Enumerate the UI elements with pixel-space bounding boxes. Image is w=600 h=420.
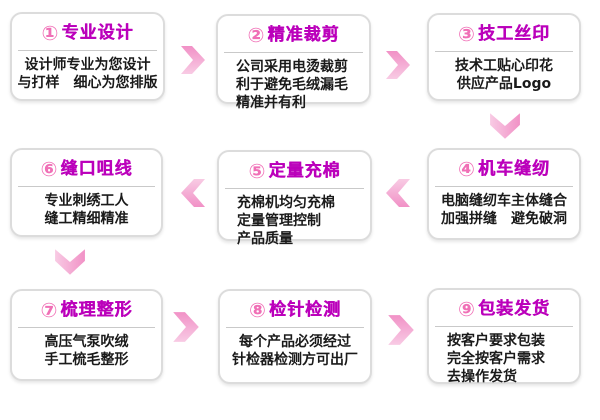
- step-description: 专业刺绣工人 缝工精细精准: [12, 187, 161, 228]
- chevron-left-icon: [181, 179, 205, 207]
- flow-arrow-2-3: [383, 50, 413, 80]
- step-description: 按客户要求包装 完全按客户需求 去操作发货: [429, 327, 579, 386]
- divider: [17, 186, 156, 187]
- text-line: 去操作发货: [447, 369, 517, 385]
- step-header: ⑦ 梳理整形: [12, 291, 161, 323]
- step-title: 定量充棉: [268, 160, 341, 181]
- chevron-right-icon: [173, 312, 199, 342]
- step-description: 充棉机均匀充棉 定量管理控制 产品质量: [219, 189, 370, 248]
- text-line: 定量管理控制: [237, 213, 321, 229]
- step-title: 专业设计: [61, 22, 134, 43]
- process-card-3: ③ 技工丝印 技术工贴心印花 供应产品Logo: [427, 13, 581, 101]
- step-number-badge: ②: [247, 23, 265, 47]
- divider: [435, 186, 573, 187]
- text-line: 精准并有利: [236, 95, 306, 111]
- step-number-badge: ⑥: [40, 157, 58, 181]
- step-header: ⑤ 定量充棉: [219, 152, 370, 184]
- flow-arrow-5-6: [178, 178, 208, 208]
- text-line: 利于避免毛绒漏毛: [236, 77, 348, 93]
- process-card-4: ④ 机车缝纫 电脑缝纫车主体缝合 加强拼缝 避免破洞: [427, 148, 581, 240]
- chevron-right-icon: [388, 315, 414, 345]
- chevron-left-icon: [386, 179, 410, 207]
- step-header: ⑧ 检针检测: [220, 291, 370, 323]
- text-line: 加强拼缝 避免破洞: [441, 211, 567, 227]
- text-line: 手工梳毛整形: [44, 352, 129, 368]
- process-card-7: ⑦ 梳理整形 高压气泵吹绒 手工梳毛整形: [10, 289, 163, 381]
- divider: [224, 52, 363, 53]
- step-description: 电脑缝纫车主体缝合 加强拼缝 避免破洞: [429, 187, 579, 228]
- step-number-badge: ⑦: [40, 298, 58, 322]
- step-title: 精准裁剪: [267, 24, 340, 45]
- process-card-5: ⑤ 定量充棉 充棉机均匀充棉 定量管理控制 产品质量: [217, 150, 372, 247]
- chevron-right-icon: [386, 51, 410, 79]
- flow-arrow-3-4: [489, 110, 521, 142]
- step-number-badge: ③: [458, 22, 475, 46]
- flow-arrow-4-5: [383, 178, 413, 208]
- text-line: 电脑缝纫车主体缝合: [441, 193, 567, 209]
- step-number-badge: ①: [41, 21, 59, 45]
- step-number-badge: ⑨: [458, 297, 475, 321]
- step-description: 设计师专业为您设计 与打样 细心为您排版: [12, 51, 163, 92]
- flow-arrow-6-7: [54, 246, 86, 278]
- text-line: 公司采用电烫裁剪: [236, 59, 348, 75]
- step-description: 高压气泵吹绒 手工梳毛整形: [12, 328, 161, 369]
- text-line: 高压气泵吹绒: [44, 334, 129, 350]
- chevron-right-icon: [181, 46, 205, 74]
- flow-arrow-7-8: [170, 310, 202, 344]
- text-line: 按客户要求包装: [447, 333, 545, 349]
- process-card-6: ⑥ 缝口咀线 专业刺绣工人 缝工精细精准: [10, 148, 163, 237]
- step-number-badge: ④: [458, 157, 475, 181]
- chevron-down-icon: [490, 113, 520, 139]
- text-line: 缝工精细精准: [44, 211, 129, 227]
- text-line: 充棉机均匀充棉: [237, 195, 335, 211]
- text-line: 每个产品必须经过: [239, 334, 351, 350]
- step-header: ④ 机车缝纫: [429, 150, 579, 182]
- step-title: 技工丝印: [477, 23, 550, 44]
- step-description: 每个产品必须经过 针检器检测方可出厂: [220, 328, 370, 369]
- step-title: 包装发货: [477, 298, 550, 319]
- divider: [225, 188, 364, 189]
- step-number-badge: ⑤: [248, 159, 266, 183]
- step-title: 机车缝纫: [477, 158, 550, 179]
- step-title: 缝口咀线: [60, 158, 133, 179]
- step-title: 检针检测: [268, 299, 341, 320]
- text-line: 产品质量: [237, 231, 293, 247]
- process-card-2: ② 精准裁剪 公司采用电烫裁剪 利于避免毛绒漏毛 精准并有利: [216, 14, 371, 111]
- process-card-1: ① 专业设计 设计师专业为您设计 与打样 细心为您排版: [10, 12, 165, 101]
- step-title: 梳理整形: [60, 299, 133, 320]
- divider: [435, 51, 573, 52]
- step-number-badge: ⑧: [249, 298, 266, 322]
- process-card-9: ⑨ 包装发货 按客户要求包装 完全按客户需求 去操作发货: [427, 288, 581, 386]
- process-card-8: ⑧ 检针检测 每个产品必须经过 针检器检测方可出厂: [218, 289, 372, 384]
- step-description: 公司采用电烫裁剪 利于避免毛绒漏毛 精准并有利: [218, 53, 369, 112]
- text-line: 专业刺绣工人: [44, 193, 129, 209]
- divider: [17, 327, 156, 328]
- flow-arrow-8-9: [385, 313, 417, 347]
- text-line: 与打样 细心为您排版: [17, 75, 158, 91]
- text-line: 设计师专业为您设计: [24, 57, 151, 73]
- divider: [226, 327, 364, 328]
- text-line: 技术工贴心印花: [455, 58, 553, 74]
- step-header: ② 精准裁剪: [218, 16, 369, 48]
- chevron-down-icon: [55, 249, 85, 275]
- step-description: 技术工贴心印花 供应产品Logo: [429, 52, 579, 93]
- step-header: ③ 技工丝印: [429, 15, 579, 47]
- text-line: 供应产品Logo: [456, 76, 552, 92]
- divider: [435, 326, 573, 327]
- text-line: 完全按客户需求: [447, 351, 545, 367]
- step-header: ① 专业设计: [12, 14, 163, 46]
- flow-arrow-1-2: [178, 45, 208, 75]
- text-line: 针检器检测方可出厂: [232, 352, 358, 368]
- step-header: ⑨ 包装发货: [429, 290, 579, 322]
- divider: [18, 50, 157, 51]
- step-header: ⑥ 缝口咀线: [12, 150, 161, 182]
